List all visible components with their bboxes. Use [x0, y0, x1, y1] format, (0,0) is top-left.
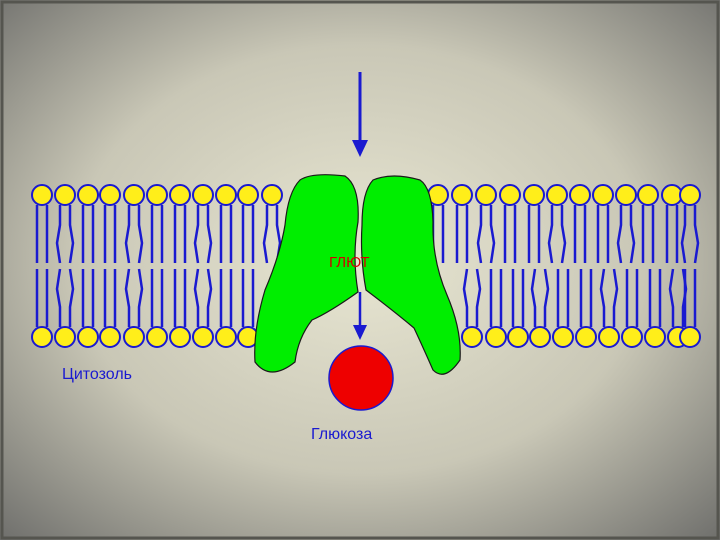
lipid-tail-icon	[55, 205, 62, 264]
lipid-tail-icon	[137, 268, 144, 327]
lipid-head-icon	[529, 326, 551, 348]
lipid-heads-outer-leaflet	[31, 184, 701, 206]
lipid-head-icon	[679, 326, 701, 348]
lipid-head-icon	[77, 326, 99, 348]
lipid-tails-outer-leaflet	[35, 205, 700, 264]
lipid-tail-icon	[206, 205, 213, 264]
lipid-head-icon	[99, 326, 121, 348]
lipid-head-icon	[523, 184, 545, 206]
lipid-tail-icon	[680, 205, 687, 264]
lipid-tail-icon	[612, 268, 619, 327]
lipid-head-icon	[475, 184, 497, 206]
lipid-head-icon	[461, 326, 483, 348]
lipid-head-icon	[261, 184, 283, 206]
lipid-head-icon	[485, 326, 507, 348]
lipid-tail-icon	[668, 268, 675, 327]
arrow-down-icon	[352, 72, 368, 157]
lipid-tail-icon	[193, 268, 200, 327]
lipid-head-icon	[507, 326, 529, 348]
glut-transporter-left-subunit	[254, 174, 359, 373]
lipid-tail-icon	[68, 205, 75, 264]
lipid-tail-icon	[55, 268, 62, 327]
lipid-head-icon	[123, 326, 145, 348]
lipid-head-icon	[54, 184, 76, 206]
lipid-head-icon	[615, 184, 637, 206]
lipid-tail-icon	[547, 205, 554, 264]
arrow-down-icon	[353, 292, 367, 340]
lipid-tail-icon	[629, 205, 636, 264]
lipid-head-icon	[123, 184, 145, 206]
lipid-head-icon	[169, 326, 191, 348]
lipid-head-icon	[644, 326, 666, 348]
lipid-head-icon	[146, 326, 168, 348]
lipid-head-icon	[31, 326, 53, 348]
glut-transporter-right-subunit	[360, 175, 461, 375]
lipid-tail-icon	[543, 268, 550, 327]
lipid-tail-icon	[693, 205, 700, 264]
lipid-head-icon	[546, 184, 568, 206]
lipid-head-icon	[31, 184, 53, 206]
lipid-head-icon	[621, 326, 643, 348]
lipid-head-icon	[552, 326, 574, 348]
lipid-tail-icon	[616, 205, 623, 264]
lipid-head-icon	[499, 184, 521, 206]
lipid-tail-icon	[462, 268, 469, 327]
glucose-label: Глюкоза	[311, 426, 373, 443]
lipid-tail-icon	[124, 268, 131, 327]
lipid-head-icon	[54, 326, 76, 348]
lipid-tail-icon	[137, 205, 144, 264]
lipid-head-icon	[598, 326, 620, 348]
lipid-head-icon	[99, 184, 121, 206]
cytosol-label: Цитозоль	[62, 366, 133, 383]
lipid-tail-icon	[206, 268, 213, 327]
lipid-tail-icon	[489, 205, 496, 264]
lipid-head-icon	[679, 184, 701, 206]
lipid-head-icon	[192, 184, 214, 206]
lipid-tails-inner-leaflet	[35, 268, 697, 327]
lipid-tail-icon	[530, 268, 537, 327]
lipid-head-icon	[146, 184, 168, 206]
lipid-tail-icon	[262, 205, 269, 264]
lipid-head-icon	[215, 326, 237, 348]
lipid-tail-icon	[476, 205, 483, 264]
lipid-head-icon	[592, 184, 614, 206]
lipid-head-icon	[575, 326, 597, 348]
lipid-head-icon	[637, 184, 659, 206]
glucose-molecule-icon	[328, 345, 394, 411]
transporter-label: ГЛЮТ	[329, 254, 370, 271]
lipid-head-icon	[169, 184, 191, 206]
lipid-head-icon	[215, 184, 237, 206]
lipid-heads-inner-leaflet	[31, 326, 701, 348]
lipid-head-icon	[569, 184, 591, 206]
lipid-tail-icon	[193, 205, 200, 264]
lipid-tail-icon	[68, 268, 75, 327]
lipid-tail-icon	[599, 268, 606, 327]
lipid-head-icon	[77, 184, 99, 206]
lipid-head-icon	[192, 326, 214, 348]
lipid-tail-icon	[560, 205, 567, 264]
lipid-tail-icon	[475, 268, 482, 327]
lipid-tail-icon	[124, 205, 131, 264]
lipid-head-icon	[451, 184, 473, 206]
lipid-head-icon	[237, 184, 259, 206]
